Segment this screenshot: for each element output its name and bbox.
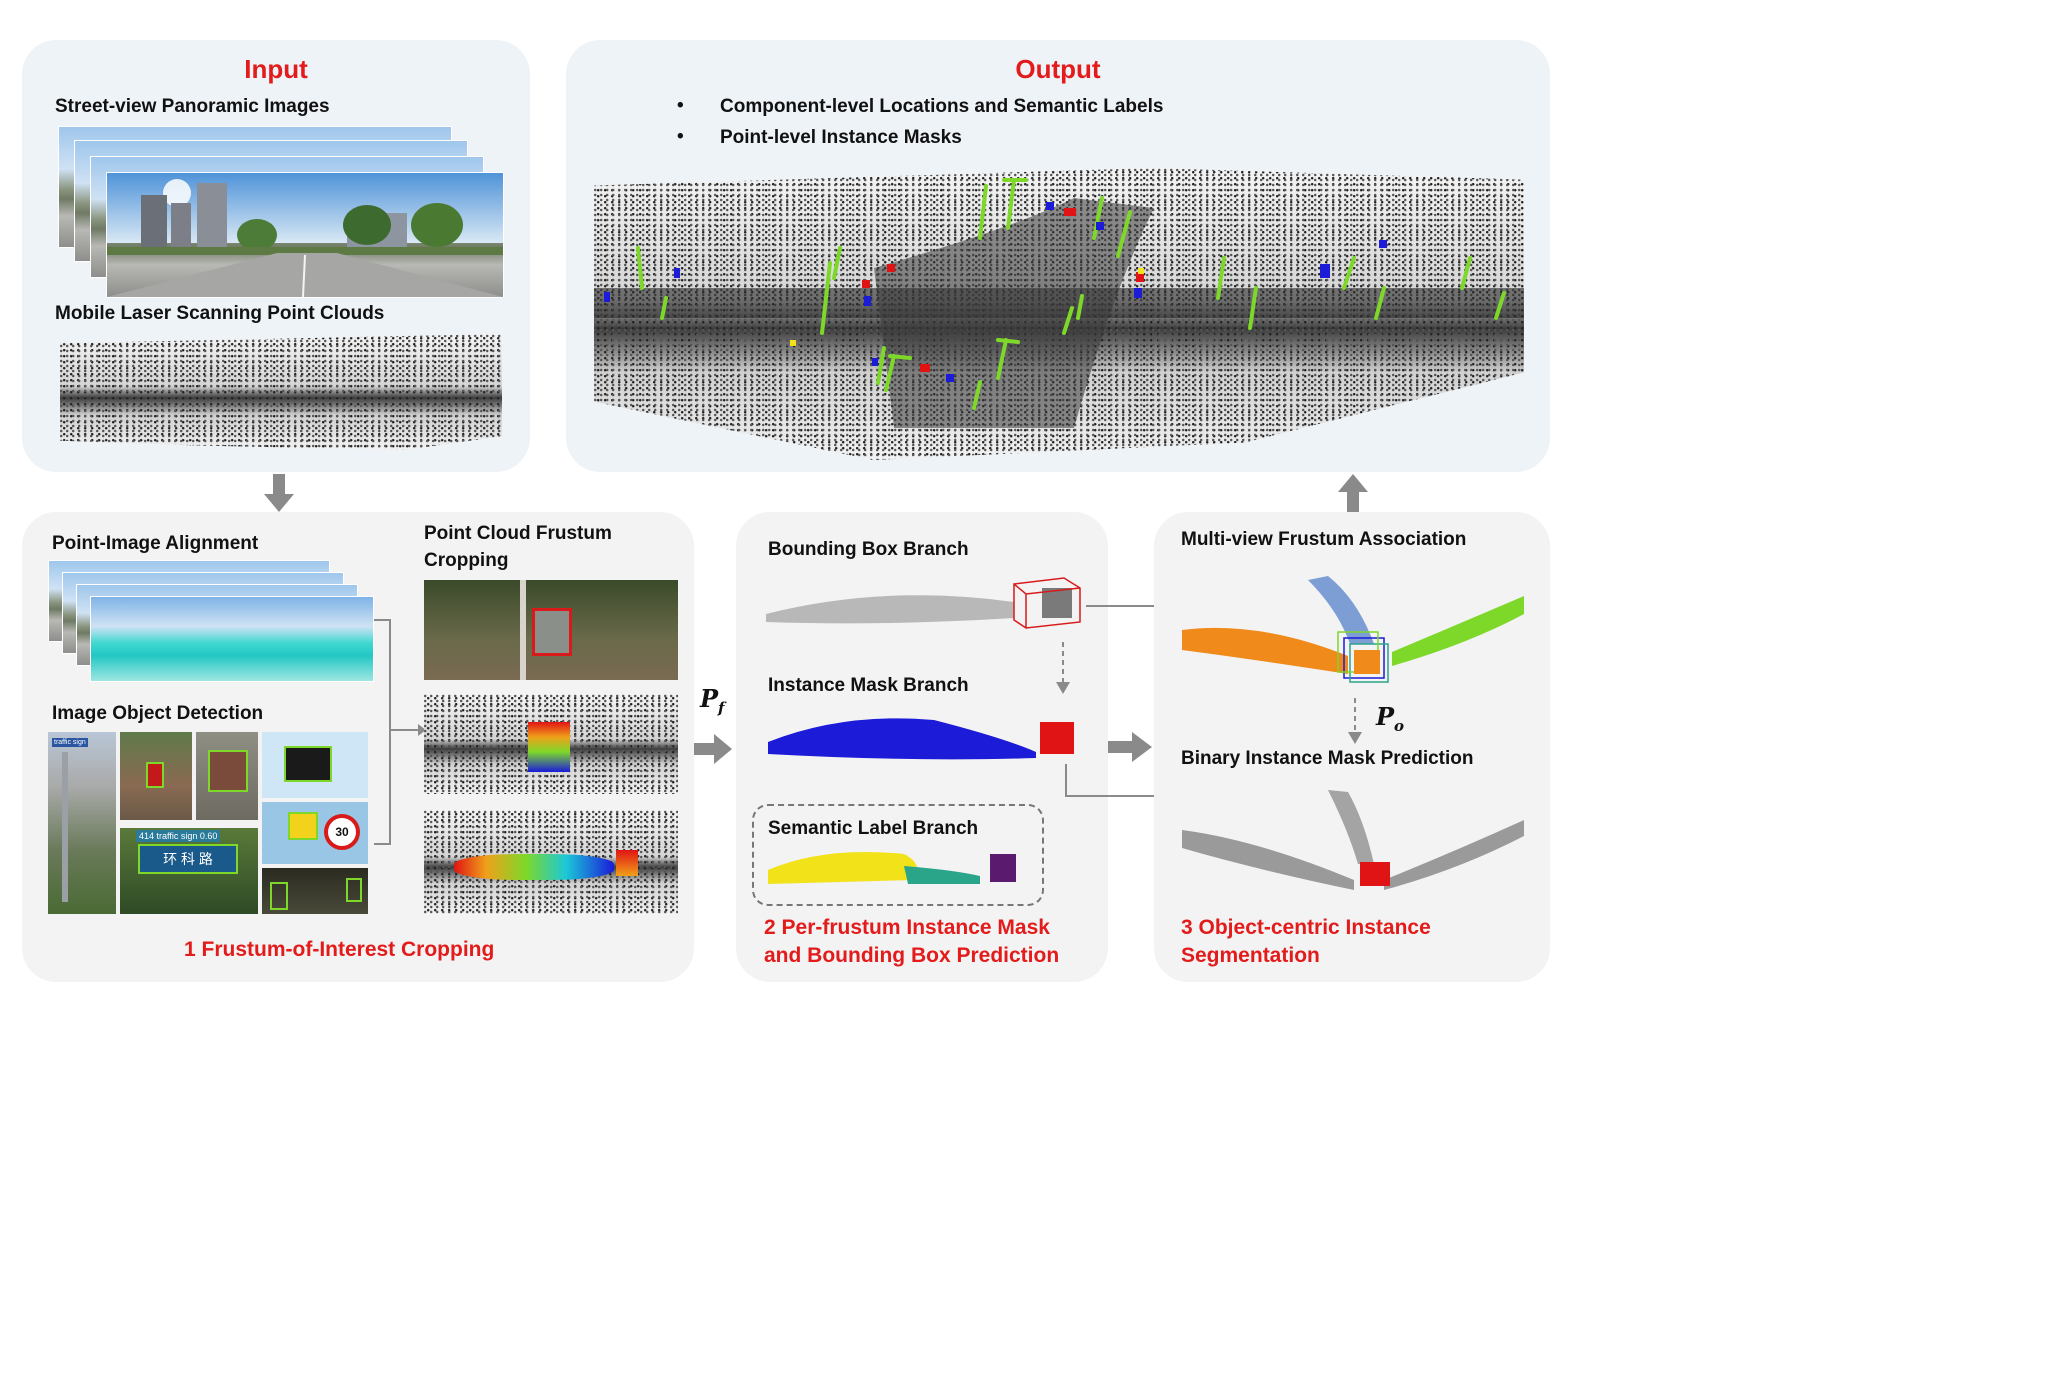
bbox-branch-label: Bounding Box Branch: [768, 539, 969, 560]
semantic-branch-visual: [768, 852, 1016, 884]
output-bullet-2: Point-level Instance Masks: [720, 127, 962, 148]
bullet-dot-2: •: [677, 126, 684, 147]
detection-traffic-light: [120, 732, 192, 820]
output-bullet-1: Component-level Locations and Semantic L…: [720, 96, 1164, 117]
detection-road-sign: 414 traffic sign 0.60 环 科 路: [120, 828, 258, 914]
binary-mask-visual: [1182, 790, 1524, 890]
cropping-label-line1: Point Cloud Frustum: [424, 523, 612, 544]
stage3-panel: [1154, 512, 1550, 982]
stage2-caption-line1: 2 Per-frustum Instance Mask: [764, 916, 1050, 939]
cropping-frustum-view: [424, 694, 678, 794]
cropping-label-line2: Cropping: [424, 550, 509, 571]
arrow-input-to-stage1: [264, 474, 294, 512]
cropping-side-view: [424, 810, 678, 914]
mask-branch-label: Instance Mask Branch: [768, 675, 969, 696]
semantic-branch-label: Semantic Label Branch: [768, 818, 979, 839]
mask-branch-visual: [768, 718, 1074, 760]
po-symbol: Po: [1376, 702, 1405, 735]
mls-point-cloud: [60, 334, 502, 450]
aligned-panorama: [90, 596, 374, 682]
association-label: Multi-view Frustum Association: [1181, 529, 1467, 550]
arrow-stage2-to-stage3: [1108, 732, 1152, 762]
dashed-arrow-association-to-binary: [1348, 698, 1362, 744]
arrow-stage3-to-output: [1338, 474, 1368, 512]
semantic-branch-box: [752, 804, 1044, 906]
stage2-caption-line2: and Bounding Box Prediction: [764, 944, 1060, 967]
street-view-label: Street-view Panoramic Images: [55, 96, 330, 117]
detection-score-label: 414 traffic sign 0.60: [136, 830, 221, 842]
speed-limit-sign: 30: [324, 814, 360, 850]
input-title: Input: [244, 54, 308, 84]
detection-signboard: [196, 732, 258, 820]
detection-label: Image Object Detection: [52, 703, 264, 724]
binary-mask-label: Binary Instance Mask Prediction: [1181, 748, 1474, 769]
dashed-arrow-bbox-to-mask: [1056, 642, 1070, 694]
bullet-dot-1: •: [677, 95, 684, 116]
road-name-sign: 环 科 路: [138, 844, 238, 874]
bracket-arrow-stage1: [374, 619, 426, 845]
pf-symbol: Pf: [700, 684, 725, 717]
panorama-image: [106, 172, 504, 298]
detection-signal-closeup: [262, 732, 368, 798]
arrow-stage1-to-stage2: [694, 734, 732, 764]
stage3-caption-line2: Segmentation: [1181, 944, 1320, 967]
output-point-cloud: [594, 168, 1524, 460]
detection-building: traffic sign: [48, 732, 116, 914]
bbox-branch-visual: [766, 577, 1081, 629]
detection-night-scene: [262, 868, 368, 914]
stage3-caption-line1: 3 Object-centric Instance: [1181, 916, 1431, 939]
output-title: Output: [1015, 54, 1101, 84]
association-visual: [1182, 576, 1524, 683]
cropping-photo: [424, 580, 678, 680]
mls-label: Mobile Laser Scanning Point Clouds: [55, 303, 385, 324]
alignment-label: Point-Image Alignment: [52, 533, 259, 554]
stage1-caption: 1 Frustum-of-Interest Cropping: [184, 938, 495, 961]
detection-speed-sign: 30: [262, 802, 368, 864]
